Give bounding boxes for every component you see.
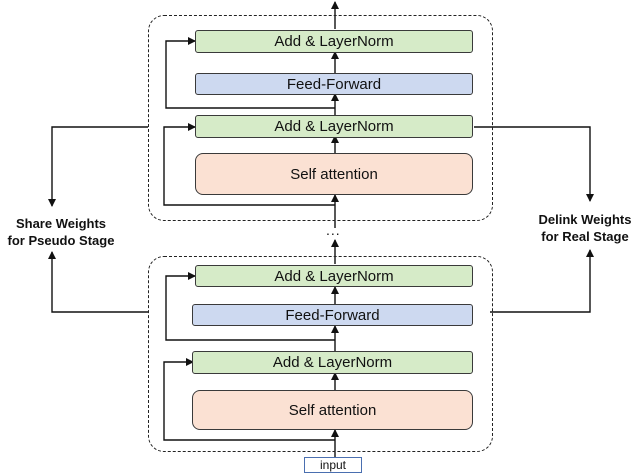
bottom-residual-attn [163, 358, 335, 441]
bottom-add-layernorm-lower: Add & LayerNorm [192, 351, 473, 374]
top-add-layernorm-lower: Add & LayerNorm [195, 115, 473, 138]
top-residual-attn [163, 123, 335, 206]
bottom-delink-arrow [490, 249, 594, 313]
input-box: input [304, 457, 362, 473]
share-weights-label: Share Weights for Pseudo Stage [2, 215, 120, 249]
bottom-stage-frame [148, 256, 493, 452]
top-delink-arrow [474, 126, 594, 202]
share-weights-line2: for Pseudo Stage [7, 233, 115, 248]
top-stage-frame [148, 15, 493, 221]
delink-weights-line2: for Real Stage [541, 229, 629, 244]
bottom-residual-ff [165, 272, 335, 341]
bottom-share-arrow [48, 251, 148, 313]
stage-ellipsis: ... [326, 222, 341, 238]
bottom-self-attention: Self attention [192, 390, 473, 430]
top-feed-forward: Feed-Forward [195, 73, 473, 95]
bottom-feed-forward: Feed-Forward [192, 304, 473, 326]
top-share-arrow [48, 126, 148, 207]
top-add-layernorm-upper: Add & LayerNorm [195, 30, 473, 53]
bottom-add-layernorm-upper: Add & LayerNorm [195, 265, 473, 287]
top-self-attention: Self attention [195, 153, 473, 195]
share-weights-line1: Share Weights [15, 216, 107, 231]
delink-weights-label: Delink Weights for Real Stage [530, 211, 640, 245]
delink-weights-line1: Delink Weights [538, 212, 632, 227]
top-residual-ff [165, 37, 335, 109]
